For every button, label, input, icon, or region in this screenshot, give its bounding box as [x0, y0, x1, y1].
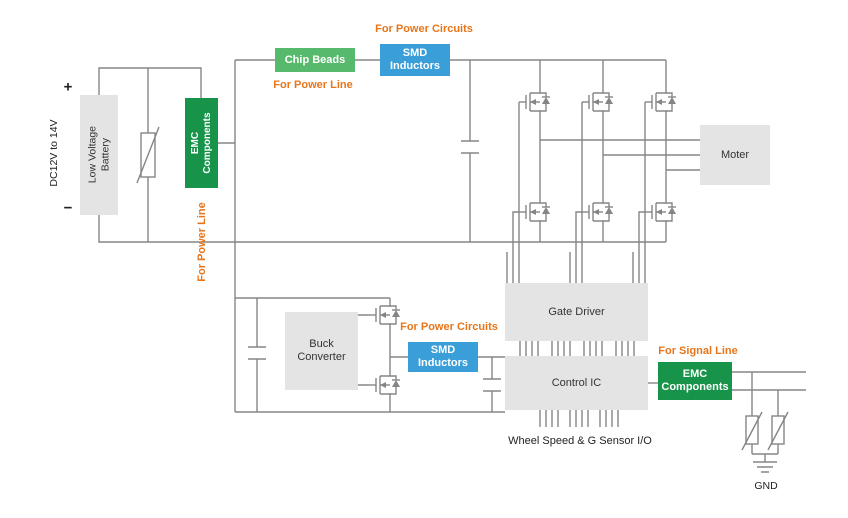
mosfet-icon: [644, 84, 677, 120]
chip-beads-box: Chip Beads: [275, 48, 355, 72]
mosfet-icon: [518, 194, 551, 230]
smd-inductors-mid-label: SMD Inductors: [417, 344, 469, 369]
buck-converter-box: Buck Converter: [285, 312, 358, 390]
varistor-icon: [767, 411, 789, 451]
capacitor-icon: [248, 346, 266, 360]
high-side-gate-wires: [518, 102, 646, 283]
chip-beads-label: Chip Beads: [284, 53, 346, 66]
for-power-line-tag-left: For Power Line: [196, 202, 208, 282]
motor-phase-wires: [540, 139, 700, 171]
smd-inductors-top-box: SMD Inductors: [380, 44, 450, 76]
for-power-circuits-tag-top: For Power Circuits: [375, 23, 473, 35]
varistor-icon: [136, 126, 160, 184]
ground-icon: [753, 461, 777, 473]
buck-converter-label: Buck Converter: [297, 338, 346, 363]
bridge-columns: [539, 60, 667, 242]
mosfet-icon: [368, 297, 401, 333]
minus-terminal-label: −: [63, 199, 73, 217]
for-power-circuits-tag-mid: For Power Circuits: [400, 321, 498, 333]
sensor-io-bus: [539, 410, 619, 427]
control-ic-box: Control IC: [505, 356, 648, 410]
capacitor-icon: [461, 140, 479, 154]
gate-bundle-ticks: [506, 252, 634, 283]
battery-label: Low Voltage Battery: [86, 126, 111, 184]
mosfet-icon: [368, 367, 401, 403]
plus-terminal-label: +: [63, 78, 73, 96]
wiring: [98, 59, 806, 473]
motor-box: Moter: [700, 125, 770, 185]
low-side-gate-wires: [512, 211, 645, 283]
gate-driver-box: Gate Driver: [505, 283, 648, 341]
smd-inductors-mid-box: SMD Inductors: [408, 342, 478, 372]
mosfet-icon: [644, 194, 677, 230]
battery-negative-wire: [98, 215, 235, 243]
capacitor-icon: [483, 378, 501, 392]
emc-components-signal-box: EMC Components: [658, 362, 732, 400]
gate-driver-label: Gate Driver: [548, 305, 605, 318]
buck-gate-wires: [358, 314, 369, 386]
signal-varistor-leads: [751, 372, 779, 462]
mosfet-icon: [581, 84, 614, 120]
smd-inductors-top-label: SMD Inductors: [389, 47, 441, 72]
supply-voltage-label: DC12V to 14V: [48, 119, 60, 187]
for-power-line-tag-top: For Power Line: [273, 79, 353, 91]
motor-label: Moter: [720, 148, 750, 161]
mosfet-icon: [518, 84, 551, 120]
emc-components-power-box: EMC Components: [185, 98, 218, 188]
emc-signal-label: EMC Components: [661, 368, 729, 393]
for-signal-line-tag: For Signal Line: [658, 345, 738, 357]
emc-power-label: EMC Components: [189, 112, 213, 174]
sensor-io-label: Wheel Speed & G Sensor I/O: [508, 435, 652, 447]
signal-output-wires: [732, 371, 806, 391]
gnd-label: GND: [754, 480, 778, 492]
mosfet-icon: [581, 194, 614, 230]
control-ic-label: Control IC: [551, 376, 602, 389]
low-voltage-battery-box: Low Voltage Battery: [80, 95, 118, 215]
battery-positive-wire: [98, 67, 202, 98]
varistor-icon: [741, 411, 763, 451]
driver-control-bus: [519, 341, 635, 356]
